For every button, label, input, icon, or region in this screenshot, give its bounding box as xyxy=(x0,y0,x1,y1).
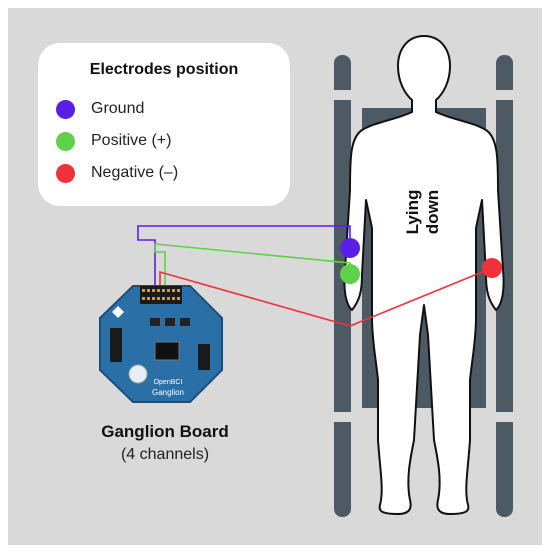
board-pin-row xyxy=(142,289,180,300)
legend-label-ground: Ground xyxy=(91,100,145,117)
board-chip-2 xyxy=(165,318,175,326)
board-side-header xyxy=(110,328,122,362)
stretcher-right-rail-gap-bottom xyxy=(496,412,513,422)
board-right-header xyxy=(198,344,210,370)
ganglion-board: OpenBCI Ganglion xyxy=(99,285,223,403)
legend-item-ground: Ground xyxy=(56,98,144,120)
board-battery-connector xyxy=(128,364,148,384)
board-brand: OpenBCI xyxy=(154,379,183,386)
legend-card: Electrodes position Ground Positive (+) … xyxy=(38,43,290,206)
board-subtitle: (4 channels) xyxy=(120,446,210,463)
human-silhouette xyxy=(343,35,505,515)
positive-dot-icon xyxy=(56,131,75,151)
board-header-pins xyxy=(140,286,182,304)
negative-wire xyxy=(159,267,493,327)
positive-electrode xyxy=(340,264,360,284)
legend-label-positive: Positive (+) xyxy=(91,132,172,149)
negative-dot-icon xyxy=(56,163,75,183)
board-chip-1 xyxy=(150,318,160,326)
board-title: Ganglion Board xyxy=(101,422,229,441)
gear-icon xyxy=(112,306,124,318)
negative-electrode xyxy=(482,258,502,278)
legend-title: Electrodes position xyxy=(89,61,239,78)
board-name: Ganglion xyxy=(152,388,184,397)
ground-dot-icon xyxy=(56,99,75,119)
legend-label-negative: Negative (–) xyxy=(91,164,179,181)
stretcher-right-rail-gap-top xyxy=(496,90,513,100)
stretcher-left-rail-gap-top xyxy=(334,90,351,100)
posture-label: Lying down xyxy=(403,189,442,235)
legend-item-positive: Positive (+) xyxy=(56,130,171,152)
stretcher-left-rail-gap-bottom xyxy=(334,412,351,422)
board-chip-3 xyxy=(180,318,190,326)
stretcher-left-rail xyxy=(334,55,351,517)
board-main-chip xyxy=(154,341,180,361)
legend-item-negative: Negative (–) xyxy=(56,162,178,184)
ground-electrode xyxy=(340,238,360,258)
